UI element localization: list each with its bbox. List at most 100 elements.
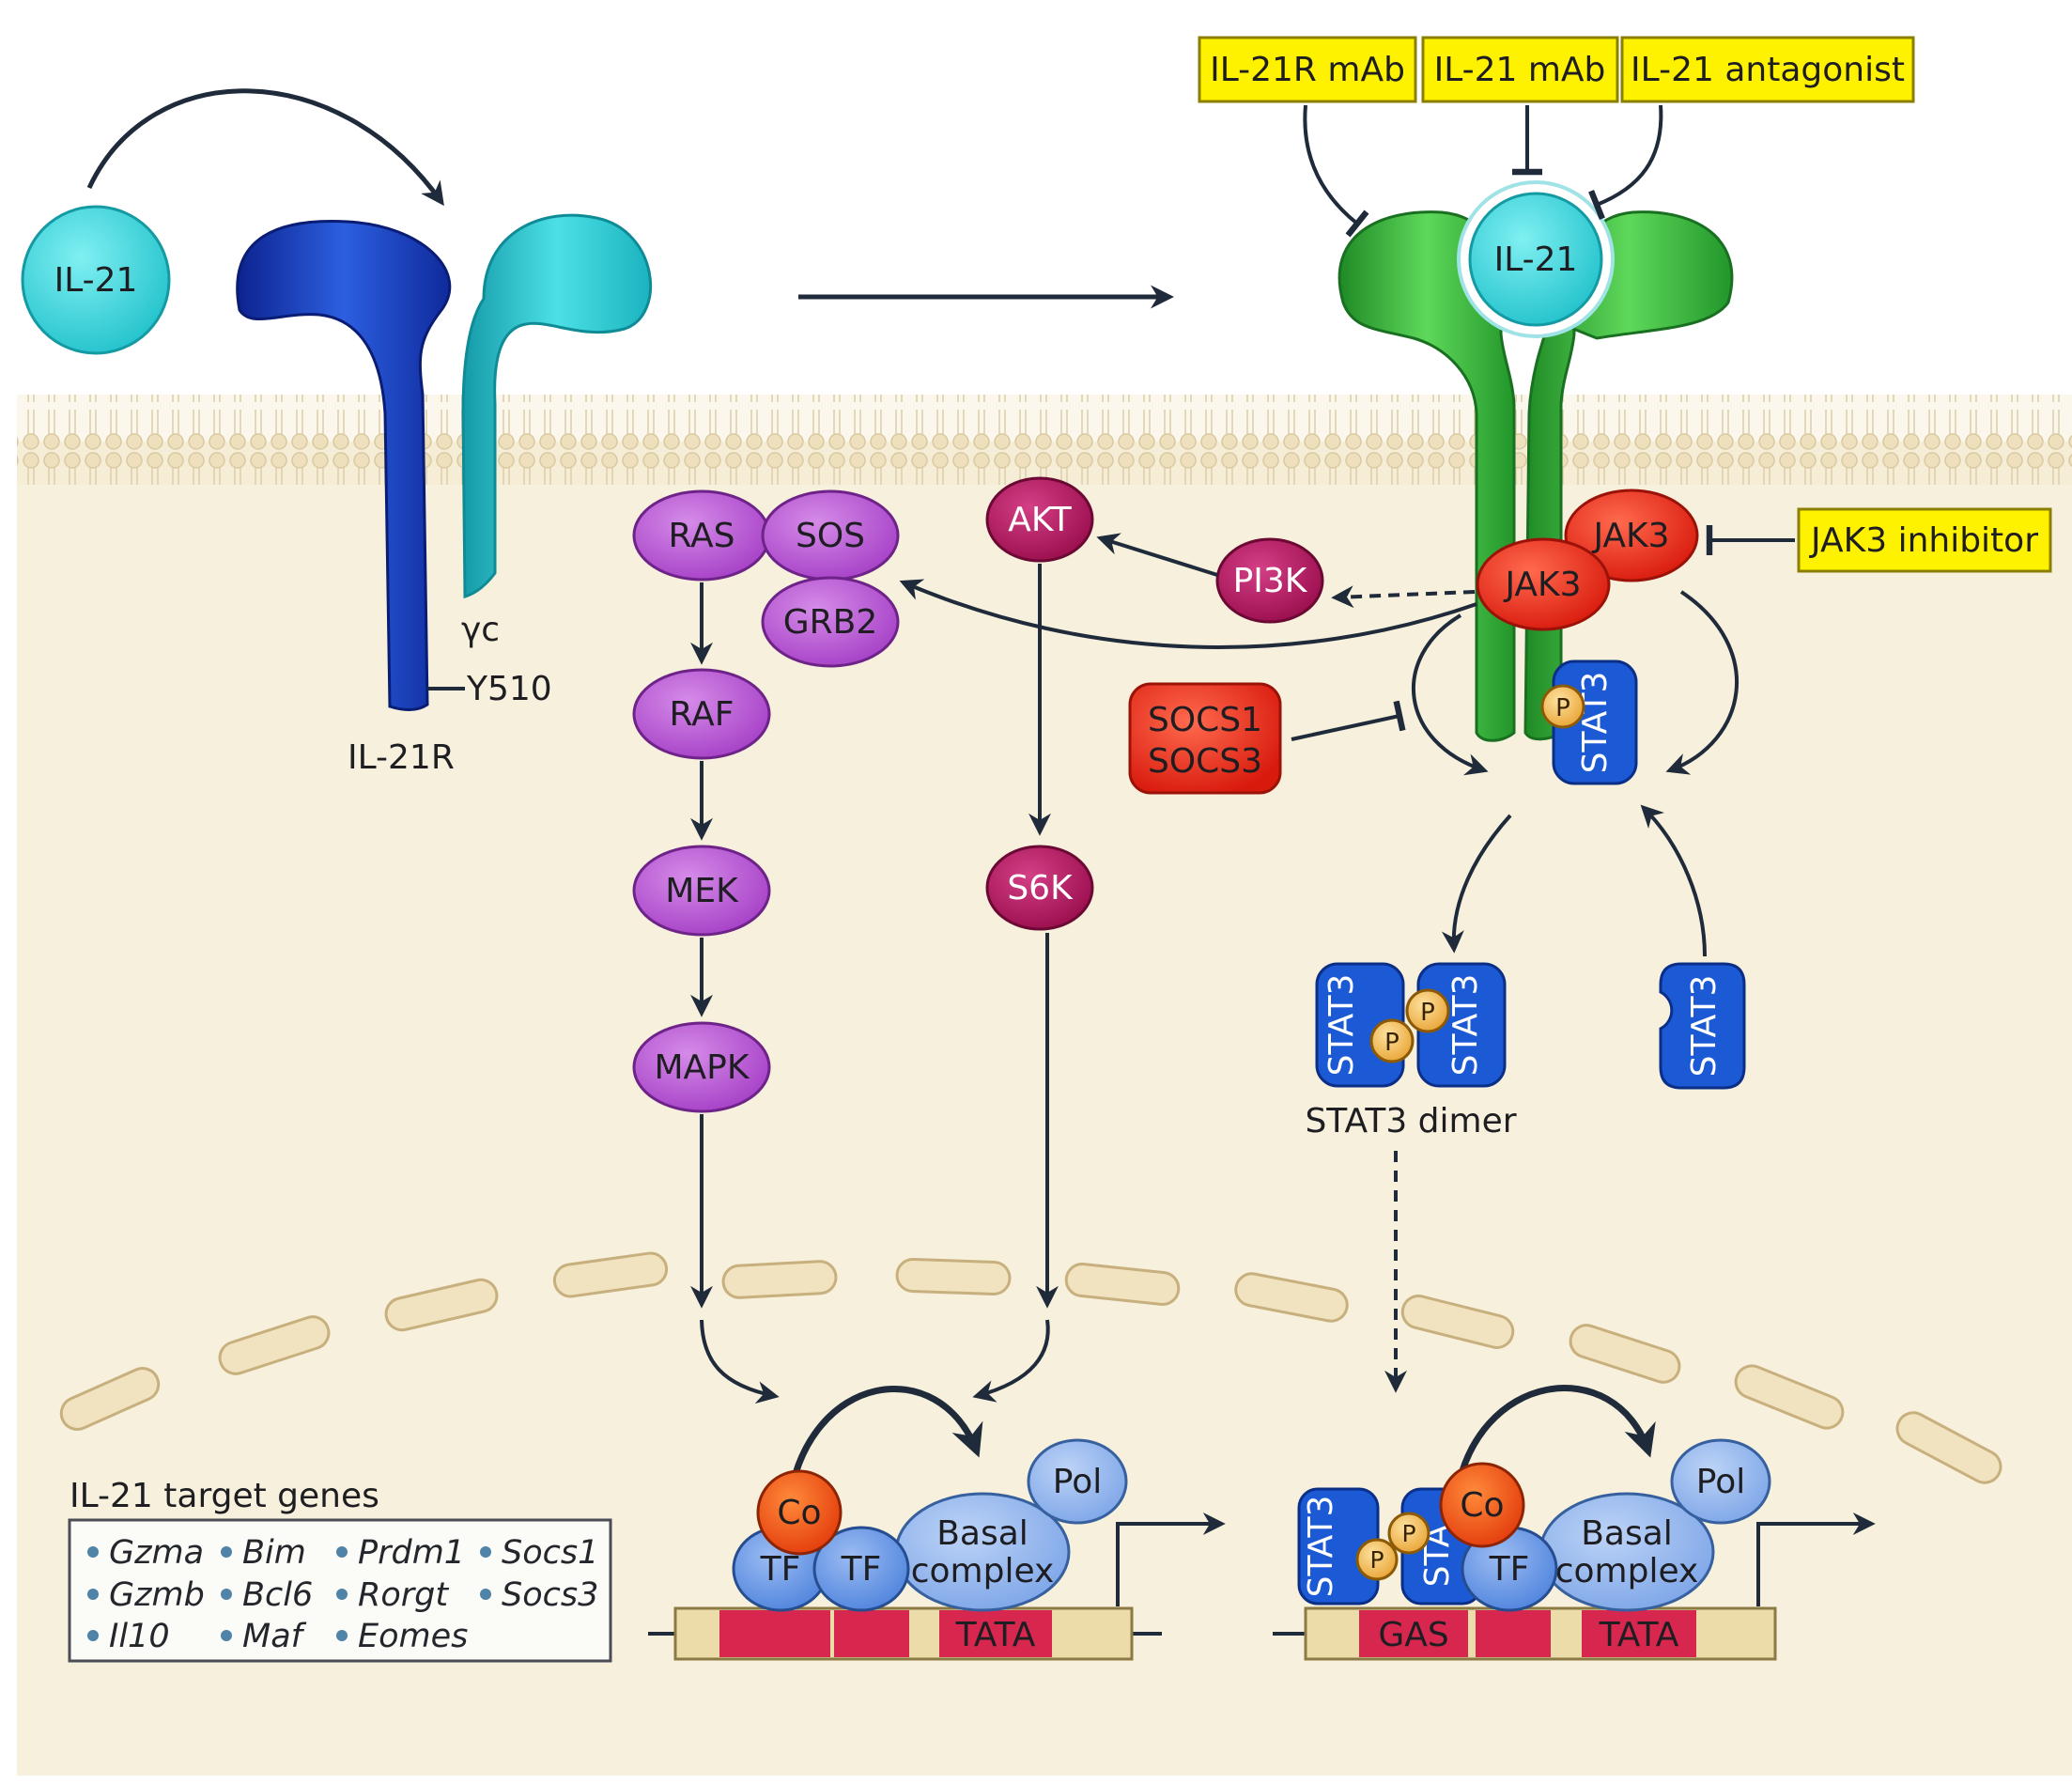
il21-mab-label: IL-21 mAb (1434, 51, 1606, 89)
svg-text:Basal: Basal (1581, 1514, 1673, 1553)
il21r-chain (236, 220, 452, 711)
svg-text:P: P (1401, 1520, 1415, 1547)
svg-text:MAPK: MAPK (654, 1048, 750, 1087)
bound-il21-label: IL-21 (1494, 240, 1578, 279)
svg-text:TF: TF (1489, 1550, 1530, 1589)
svg-text:RAF: RAF (670, 695, 734, 734)
il21r-mab-box: IL-21R mAb (1198, 36, 1417, 103)
grb2: GRB2 (761, 576, 900, 668)
svg-text:Basal: Basal (936, 1514, 1028, 1553)
jak3-inhibitor-box: JAK3 inhibitor (1797, 507, 2052, 573)
jak3-to-pi3k-arrow (1331, 585, 1476, 609)
svg-text:P: P (1420, 999, 1435, 1027)
monomer-recruit-arrow (1640, 804, 1707, 957)
il21-antagonist-inhibition (1588, 104, 1663, 221)
gene-socs1: Socs1 (502, 1534, 598, 1572)
il21-antagonist-label: IL-21 antagonist (1631, 51, 1905, 89)
stat3-dimer-label: STAT3 dimer (1305, 1102, 1516, 1140)
il21-mab-box: IL-21 mAb (1421, 36, 1619, 103)
gene-bcl6: Bcl6 (242, 1576, 313, 1614)
svg-text:MEK: MEK (665, 872, 739, 910)
mapk: MAPK (632, 1021, 771, 1113)
stat3-dimer: STAT3 STAT3 P P (1315, 962, 1507, 1088)
y510-label: Y510 (466, 670, 552, 708)
svg-text:complex: complex (911, 1552, 1055, 1590)
gamma-c-label: γc (461, 611, 500, 649)
svg-text:STAT3: STAT3 (1446, 974, 1485, 1077)
socs3-label: SOCS3 (1148, 742, 1262, 781)
nuclear-envelope (59, 1251, 2002, 1484)
svg-text:STAT3: STAT3 (1685, 975, 1724, 1078)
raf: RAF (632, 668, 771, 760)
svg-text:S6K: S6K (1007, 869, 1074, 908)
right-basal-complex: Basal complex (1539, 1492, 1715, 1612)
gene-il10: Il10 (109, 1618, 170, 1655)
left-promoter: TATA (648, 1513, 1226, 1661)
left-coactivator: Co (756, 1469, 843, 1556)
right-pol: Pol (1670, 1438, 1771, 1525)
gene-eomes: Eomes (358, 1618, 468, 1655)
il21-antagonist-box: IL-21 antagonist (1620, 36, 1915, 103)
gene-gzma: Gzma (109, 1534, 204, 1572)
jak3-to-grb2-arrow (899, 579, 1477, 649)
svg-text:JAK3: JAK3 (1591, 517, 1669, 555)
svg-text:STAT3: STAT3 (1302, 1496, 1340, 1598)
akt-branch-to-basal (972, 1319, 1050, 1403)
pi3k-to-akt-arrow (1096, 533, 1218, 577)
jak3-inhibitor-label: JAK3 inhibitor (1809, 521, 2038, 560)
left-tata-label: TATA (955, 1616, 1036, 1654)
stat3-monomer: STAT3 (1659, 962, 1746, 1090)
right-coactivator: Co (1439, 1462, 1525, 1548)
svg-text:complex: complex (1555, 1552, 1699, 1590)
svg-text:TF: TF (760, 1550, 801, 1589)
target-genes-title: IL-21 target genes (70, 1477, 379, 1515)
il21r-label: IL-21R (348, 738, 455, 777)
jak3-right-loop-arrow (1665, 590, 1740, 775)
jak3-left-loop-arrow (1412, 613, 1489, 776)
target-gene-list: Gzma Gzmb Il10 Bim Bcl6 Maf Prdm1 Rorgt … (87, 1534, 598, 1655)
svg-text:PI3K: PI3K (1233, 562, 1308, 600)
plasma-membrane (17, 395, 2072, 485)
right-promoter: GAS TATA (1273, 1513, 1876, 1661)
s6k: S6K (985, 845, 1094, 931)
left-pol: Pol (1027, 1438, 1128, 1525)
svg-text:Pol: Pol (1696, 1463, 1745, 1501)
il21r-mab-label: IL-21R mAb (1210, 51, 1405, 89)
svg-text:P: P (1384, 1029, 1399, 1057)
free-il21: IL-21 (21, 205, 171, 355)
svg-text:Co: Co (777, 1494, 821, 1532)
gamma-c-chain (461, 213, 653, 598)
right-tf: TF (1461, 1526, 1558, 1612)
binding-arrow (86, 88, 444, 207)
phosphate-docked: P (1540, 684, 1585, 729)
svg-text:P: P (1369, 1546, 1384, 1574)
gas-label: GAS (1378, 1616, 1448, 1654)
gene-prdm1: Prdm1 (358, 1534, 465, 1572)
svg-text:SOS: SOS (796, 517, 865, 555)
bound-il21: IL-21 (1457, 180, 1615, 338)
svg-text:JAK3: JAK3 (1503, 566, 1581, 604)
left-tf2: TF (812, 1526, 910, 1612)
right-tata-label: TATA (1599, 1616, 1679, 1654)
gene-socs3: Socs3 (502, 1576, 598, 1614)
gene-bim: Bim (242, 1534, 306, 1572)
gene-maf: Maf (242, 1618, 307, 1655)
pi3k: PI3K (1215, 537, 1324, 624)
to-dimer-arrow (1441, 814, 1512, 954)
socs1-label: SOCS1 (1148, 701, 1262, 739)
socs-box: SOCS1 SOCS3 (1128, 682, 1282, 795)
svg-text:Co: Co (1460, 1486, 1504, 1525)
mapk-branch-to-tf (700, 1319, 780, 1404)
svg-text:TF: TF (841, 1550, 882, 1589)
gene-gzmb: Gzmb (109, 1576, 205, 1614)
il21r-mab-inhibition (1303, 104, 1369, 238)
akt: AKT (985, 476, 1094, 563)
sos: SOS (761, 489, 900, 582)
mek: MEK (632, 845, 771, 937)
right-recruit-arrow (1452, 1385, 1656, 1500)
jak3-lower: JAK3 (1476, 537, 1611, 631)
svg-text:STAT3: STAT3 (1322, 974, 1361, 1077)
gene-rorgt: Rorgt (358, 1576, 449, 1614)
svg-text:P: P (1555, 694, 1570, 722)
